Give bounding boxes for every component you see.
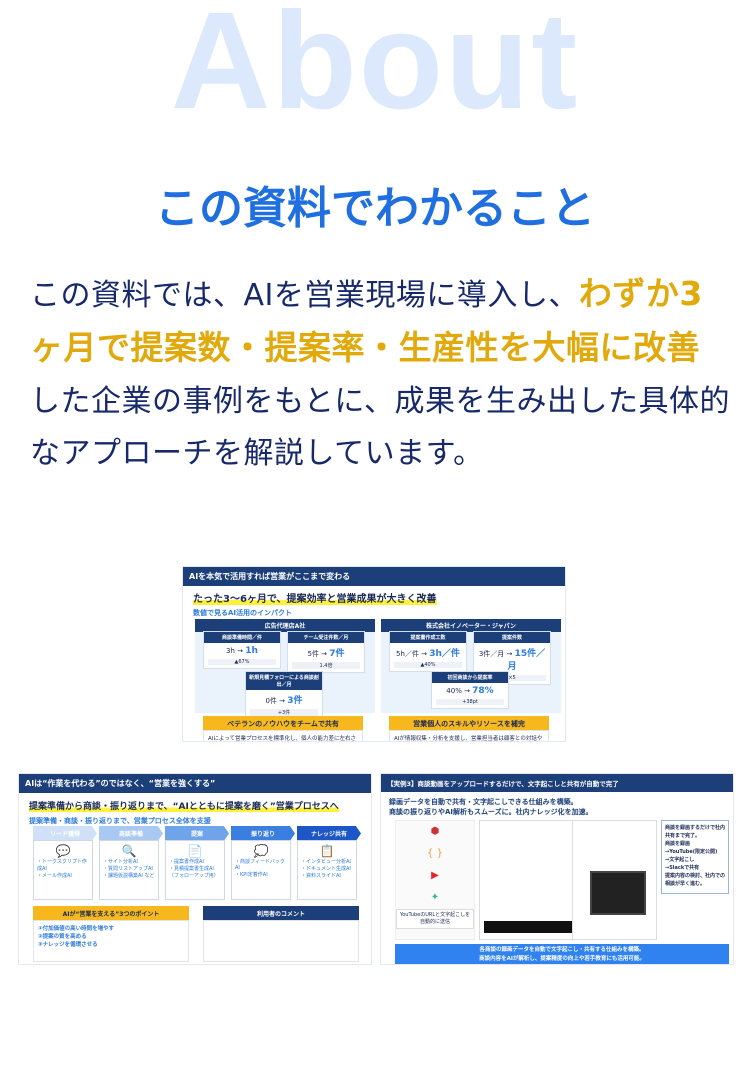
summary-banner: 各商談の録画データを自動で文字起こし・共有する仕組みを構築。 商談内容をAIが解… [395,944,729,964]
process-step: 振り返り [231,826,295,841]
metric-value: 0件 → 3件 [265,696,303,706]
metric-delta: 1.4倍 [292,662,360,669]
slide-thumbnail-example3: 【実例3】商談動画をアップロードするだけで、文字起こしと共有が自動で完了 録画デ… [380,773,734,965]
slide-headline: たった3〜6ヶ月で、提案効率と営業成果が大きく改善 [193,590,437,605]
code-icon: { } [427,848,443,859]
metric-label: チーム受注件数／月 [288,632,364,643]
intro-highlight: わずか3ヶ月で提案数・提案率・生産性を大幅に改善 [30,274,703,367]
metric-label: 提案件数 [474,632,550,643]
process-step: ナレッジ共有 [297,826,361,841]
step-icon: 💬 [55,844,71,858]
slide-title: 【実例3】商談動画をアップロードするだけで、文字起こしと共有が自動で完了 [381,774,733,792]
step-card: 🔍・サイト分析AI ・質問リストアップAI ・課題仮説構築AI など [99,840,159,900]
slide-subheading: 提案準備・商談・振り返りまで、営業プロセス全体を支援 [29,817,211,825]
metric-delta: ▲67% [208,659,276,665]
metric-card: 提案件数 3件／月 → 15件／月 ×5 [473,631,551,685]
metric-card: 提案書作成工数 5h／件 → 3h／件 ▲40% [389,631,467,672]
metric-delta: ×5 [478,675,546,681]
metric-value: 5件 → 7件 [307,649,345,659]
step-icon: 📋 [319,844,335,858]
slide-subheading: 数値で見るAI活用のインパクト [193,609,293,617]
intro-text-1: この資料では、AIを営業現場に導入し、 [30,278,579,313]
step-card: 💭・商談フィードバックAI ・KPI定着作AI [231,840,291,900]
step-items: ・インタビュー分析AI ・ドキュメント生成AI ・資料スライドAI [301,859,351,879]
workflow-diagram: ⬢ { } ▶ ✦ YouTubeのURLと文字起こしを自動的に送信 [395,820,475,940]
company-name: 広告代理店A社 [195,619,375,632]
metric-delta: ▲40% [394,662,462,668]
comment-box [203,920,359,962]
intro-text-2: した企業の事例をもとに、成果を生み出した具体的なアプローチを解説しています。 [30,384,730,471]
metric-card: 初回商談から提案率 40% → 78% +38pt [431,671,509,709]
intro-paragraph: この資料では、AIを営業現場に導入し、わずか3ヶ月で提案数・提案率・生産性を大幅… [30,268,730,480]
gemini-icon: ✦ [430,892,440,903]
metric-card: チーム受注件数／月 5件 → 7件 1.4倍 [287,631,365,673]
metric-card: 新規見積フォローによる商談創出／月 0件 → 3件 +3件 [245,671,323,720]
process-step: 提案 [165,826,229,841]
speech-bubble: 商談を録画するだけで社内共有まで完了。 商談を録画 →YouTube(限定公開)… [661,820,729,894]
youtube-icon: ▶ [431,870,439,881]
step-icon: 💭 [253,844,269,858]
process-step: リード獲得 [33,826,97,841]
slide-headline-2: 商談の振り返りやAI解析もスムーズに。社内ナレッジ化を加速。 [389,808,593,816]
about-background-word: About [170,0,580,138]
slide-headline-1: 録画データを自動で共有・文字起こしできる仕組みを構築。 [389,798,578,806]
step-card: 📋・インタビュー分析AI ・ドキュメント生成AI ・資料スライドAI [297,840,357,900]
app-icon: ⬢ [430,826,440,837]
step-items: ・トークスクリプト作成AI ・メール作成AI [37,859,87,879]
point: ③ナレッジを循環させる [38,942,98,948]
metric-card: 商談準備時間／件 3h → 1h ▲67% [203,631,281,669]
step-icon: 🔍 [121,844,137,858]
metric-value: 5h／件 → 3h／件 [396,649,460,659]
points-title: AIが“営業を支える”3つのポイント [33,906,189,921]
callout-text: AIが情報収集・分析を支援し、営業担当者は顧客との対話や提案の質向上に集中できる… [389,730,549,741]
slide-headline: 提案準備から商談・振り返りまで、“AIとともに提案を磨く”営業プロセスへ [29,799,339,812]
slide-thumbnail-impact: AIを本気で活用すれば営業がここまで変わる たった3〜6ヶ月で、提案効率と営業成… [182,566,566,742]
comment-title: 利用者のコメント [203,906,359,921]
metric-value: 40% → 78% [446,686,494,696]
slide-title: AIを本気で活用すれば営業がここまで変わる [183,567,565,586]
callout-title: ベテランのノウハウをチームで共有 [203,716,363,732]
step-items: ・商談フィードバックAI ・KPI定着作AI [235,859,285,878]
slide-title: AIは“作業を代わる”のではなく、“営業を強くする” [19,774,371,793]
company-name: 株式会社イノベーター・ジャパン [381,619,561,632]
process-step: 商談準備 [99,826,163,841]
step-card: 📄・提案書作成AI ・見積提案書生成AI （フォローアップ用） [165,840,225,900]
metric-label: 初回商談から提案率 [432,672,508,683]
step-items: ・提案書作成AI ・見積提案書生成AI （フォローアップ用） [169,859,219,879]
point: ①付加価値の高い時間を増やす [38,926,115,932]
flow-note: YouTubeのURLと文字起こしを自動的に送信 [396,909,474,929]
metric-label: 商談準備時間／件 [204,632,280,643]
point: ②提案の質を高める [38,934,87,940]
metric-delta: +38pt [436,699,504,705]
chat-screenshot [479,820,657,941]
metric-label: 新規見積フォローによる商談創出／月 [246,672,322,690]
metric-label: 提案書作成工数 [390,632,466,643]
step-icon: 📄 [187,844,203,858]
step-items: ・サイト分析AI ・質問リストアップAI ・課題仮説構築AI など [103,859,155,879]
metric-value: 3h → 1h [226,646,258,656]
section-heading: この資料でわかること [155,183,595,234]
metric-value: 3件／月 → 15件／月 [478,649,546,672]
slide-thumbnail-process: AIは“作業を代わる”のではなく、“営業を強くする” 提案準備から商談・振り返り… [18,773,372,965]
metric-delta: +3件 [250,709,318,716]
points-list: ①付加価値の高い時間を増やす ②提案の質を高める ③ナレッジを循環させる [33,920,189,962]
step-card: 💬・トークスクリプト作成AI ・メール作成AI [33,840,93,900]
callout-title: 営業個人のスキルやリソースを補完 [389,716,549,732]
callout-text: AIによって営業プロセスを標準化し、個人の能力差に左右されない再現性の高い営業体… [203,730,363,741]
